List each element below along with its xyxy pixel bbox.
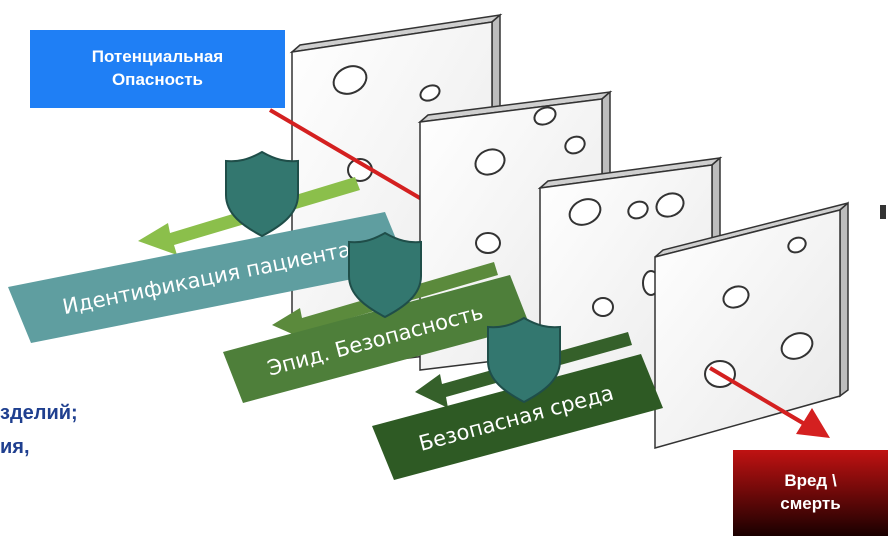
- barrier-1: Идентификация пациента: [8, 177, 408, 343]
- cropped-text-line-2: ия,: [0, 436, 30, 458]
- trajectory-arrow-icon: [796, 408, 830, 438]
- harm-death-box: Вред \ смерть: [733, 450, 888, 536]
- cropped-text-line-1: зделий;: [0, 402, 78, 424]
- edge-mark: [880, 205, 886, 219]
- shield-icon: [225, 150, 299, 238]
- harm-line-1: Вред \: [784, 471, 837, 491]
- barrier-band-3: [372, 354, 663, 480]
- hazard-trajectory-front: [708, 366, 810, 428]
- barrier-band-2: [223, 275, 530, 403]
- shield-icon: [348, 231, 422, 319]
- shield-icon: [487, 316, 561, 404]
- potential-hazard-box: Потенциальная Опасность: [30, 30, 285, 108]
- cheese-slice-4: [654, 201, 849, 449]
- hazard-line-1: Потенциальная: [91, 47, 224, 67]
- barrier-band-1: [8, 212, 408, 343]
- hazard-line-2: Опасность: [111, 70, 204, 89]
- harm-line-2: смерть: [780, 494, 841, 513]
